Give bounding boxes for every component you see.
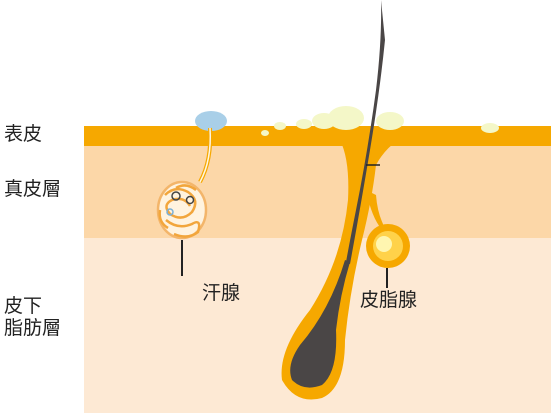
hair-bulb [290,260,350,388]
label-sebaceous-gland: 皮脂腺 [360,289,418,311]
sweat-duct-inner [199,127,212,183]
label-sweat-gland: 汗腺 [202,282,241,304]
label-dermis: 真皮層 [4,178,62,200]
sweat-droplet [195,111,227,131]
sweat-gland-coil [156,180,208,240]
hair-shaft [346,0,385,264]
epidermis-layer [84,126,551,146]
sebaceous-duct [366,190,392,238]
sebaceous-gland [366,224,410,268]
label-epidermis: 表皮 [4,123,43,145]
label-subcutis: 皮下 脂肪層 [4,295,62,339]
dermis-layer [84,145,551,238]
sebum-droplets [261,106,499,136]
